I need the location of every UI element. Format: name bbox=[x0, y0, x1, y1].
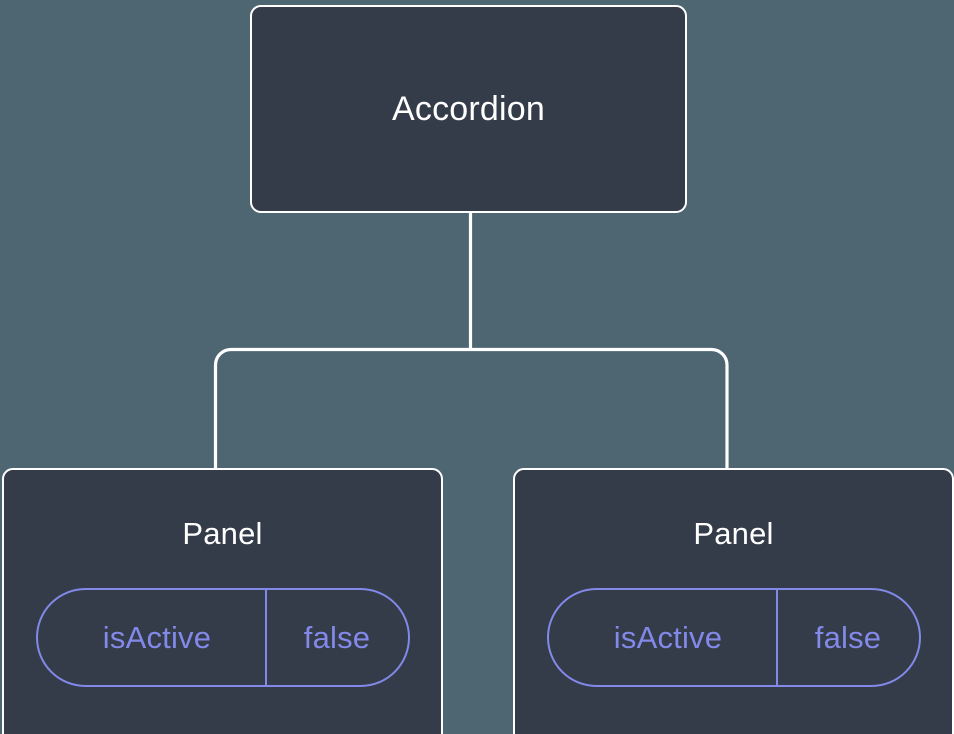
node-panel-2-prop-pill[interactable]: isActive false bbox=[546, 588, 921, 687]
node-accordion-label: Accordion bbox=[392, 90, 545, 128]
node-panel-1[interactable]: Panel isActive false bbox=[2, 468, 443, 734]
node-panel-1-prop-key: isActive bbox=[102, 620, 212, 655]
edge-root-to-panel-left bbox=[213, 347, 471, 470]
node-panel-1-prop-pill[interactable]: isActive false bbox=[35, 588, 410, 687]
node-panel-1-label: Panel bbox=[182, 516, 263, 551]
node-panel-2-prop-value: false bbox=[775, 590, 919, 685]
node-panel-2-prop-key: isActive bbox=[613, 620, 723, 655]
node-panel-1-prop-value: false bbox=[264, 590, 408, 685]
node-panel-2-label: Panel bbox=[693, 516, 774, 551]
edge-root-to-panel-right bbox=[470, 347, 729, 470]
node-panel-2[interactable]: Panel isActive false bbox=[513, 468, 954, 734]
node-accordion[interactable]: Accordion bbox=[250, 5, 687, 213]
